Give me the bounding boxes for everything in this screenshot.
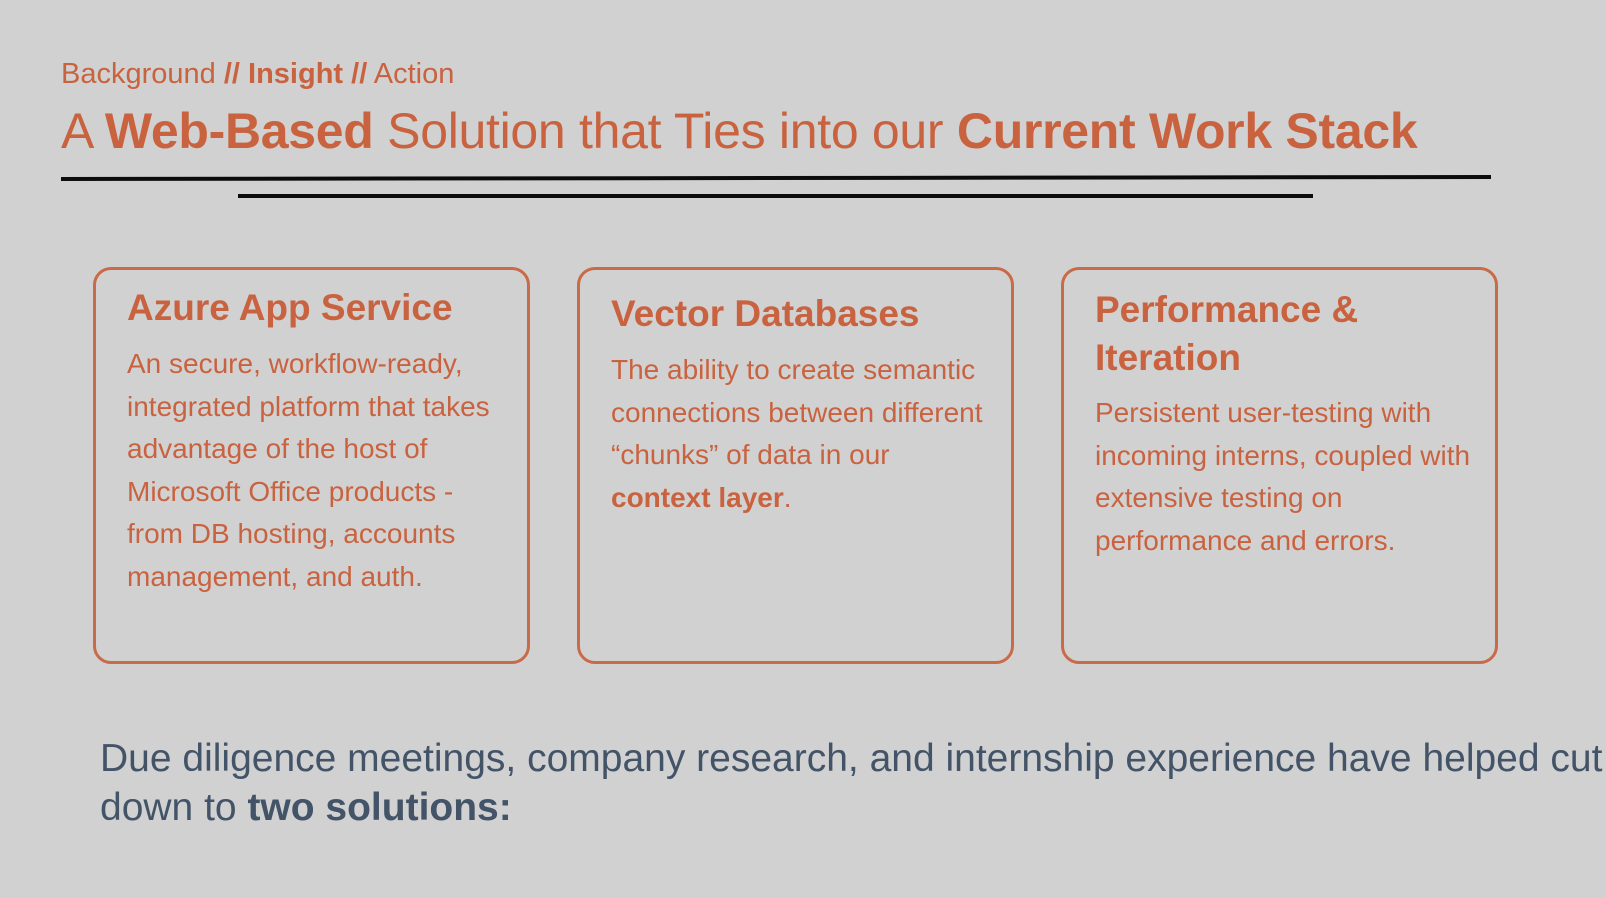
card-body: An secure, workflow-ready, integrated pl… xyxy=(127,348,490,592)
card-body-text: The ability to create semantic connectio… xyxy=(611,354,983,470)
card-azure-app-service: Azure App Service An secure, workflow-re… xyxy=(93,267,530,664)
title-text: A xyxy=(61,103,105,159)
divider-line xyxy=(238,194,1313,198)
card-body: Persistent user-testing with incoming in… xyxy=(1095,397,1471,556)
summary-body: Due diligence meetings, company research… xyxy=(100,737,1603,829)
divider-line xyxy=(60,175,1492,181)
title-bold: Web-Based xyxy=(104,103,374,159)
card-body: The ability to create semantic connectio… xyxy=(611,349,993,519)
summary-text: Due diligence meetings, company research… xyxy=(100,734,1606,832)
page-title: A Web-Based Solution that Ties into our … xyxy=(61,102,1418,160)
card-title: Performance & Iteration xyxy=(1095,289,1359,378)
card-title: Azure App Service xyxy=(127,287,453,328)
card-title: Vector Databases xyxy=(611,293,920,334)
title-text: Solution that Ties into our xyxy=(373,103,957,159)
breadcrumb: Background // Insight // Action xyxy=(61,58,454,91)
breadcrumb-action: Action xyxy=(373,58,455,90)
breadcrumb-background: Background xyxy=(61,58,216,90)
title-bold: Current Work Stack xyxy=(956,103,1418,159)
breadcrumb-separator: // xyxy=(223,58,240,90)
breadcrumb-separator: // xyxy=(351,58,368,90)
card-performance-iteration: Performance & Iteration Persistent user-… xyxy=(1061,267,1498,664)
summary-bold: two solutions: xyxy=(247,786,512,829)
breadcrumb-insight: Insight xyxy=(248,58,344,90)
card-vector-databases: Vector Databases The ability to create s… xyxy=(577,267,1014,664)
card-body-bold: context layer xyxy=(611,481,784,513)
card-body-text: . xyxy=(783,481,792,513)
